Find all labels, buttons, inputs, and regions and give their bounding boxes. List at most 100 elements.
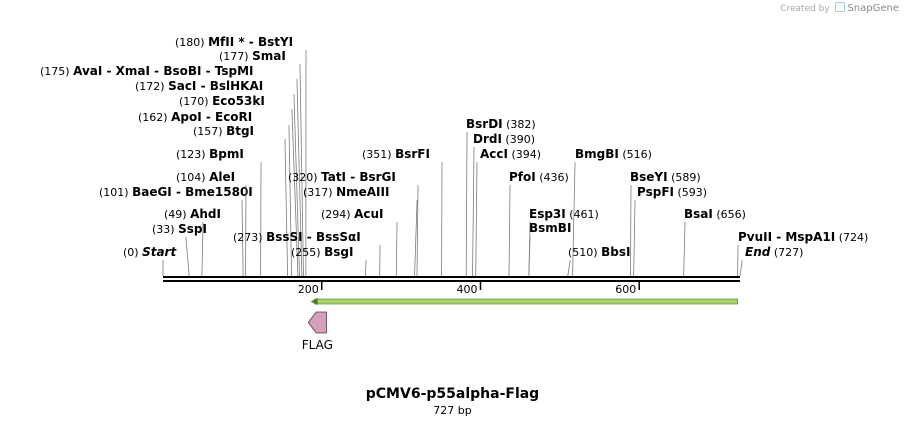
restriction-site-label: (273) BssSI - BssSαI: [233, 230, 361, 244]
site-position: (49): [164, 208, 190, 221]
site-name: BssSI - BssSαI: [266, 230, 361, 244]
site-position: (273): [233, 231, 266, 244]
site-name: BsrDI: [466, 117, 503, 131]
site-connector: [416, 185, 419, 277]
site-connector: [528, 236, 531, 277]
restriction-site-label: PspFI (593): [637, 185, 707, 199]
site-connector: [241, 200, 244, 277]
site-name: PspFI: [637, 185, 674, 199]
site-position: (294): [321, 208, 354, 221]
site-name: AccI: [480, 147, 508, 161]
site-position: (175): [40, 65, 73, 78]
restriction-site-label: (162) ApoI - EcoRI: [138, 110, 252, 124]
site-name: Esp3I: [529, 207, 566, 221]
site-name: BsgI: [324, 245, 353, 259]
site-connector: [465, 132, 468, 277]
restriction-site-label: (180) MfII * - BstYI: [175, 35, 293, 49]
orf-bar: [314, 298, 738, 305]
credit: Created by SnapGene: [780, 2, 899, 14]
site-position: (593): [674, 186, 707, 199]
restriction-site-label: (177) SmaI: [219, 49, 286, 63]
site-name: BsaI: [684, 207, 713, 221]
restriction-site-label: BmgBI (516): [575, 147, 652, 161]
restriction-site-label: DrdI (390): [473, 132, 535, 146]
restriction-site-label: (255) BsgI: [291, 245, 353, 259]
map-subtitle: 727 bp: [433, 404, 472, 417]
restriction-site-label: (170) Eco53kI: [179, 94, 265, 108]
site-position: (724): [835, 231, 868, 244]
site-position: (656): [713, 208, 746, 221]
site-connector: [291, 109, 299, 277]
site-connector: [201, 222, 204, 277]
site-connector: [288, 125, 292, 277]
site-position: (320): [288, 171, 321, 184]
site-position: (510): [568, 246, 601, 259]
restriction-site-label: Esp3I (461): [529, 207, 599, 221]
site-connector: [475, 162, 478, 277]
site-position: (104): [176, 171, 209, 184]
orf-arrow-head: [310, 298, 318, 305]
ruler-label: 400: [456, 283, 477, 296]
site-position: (317): [303, 186, 336, 199]
restriction-site-label: PvuII - MspA1I (724): [738, 230, 868, 244]
site-name: End: [745, 245, 771, 259]
restriction-site-label: (172) SacI - BslHKAI: [135, 79, 263, 93]
restriction-site-label: (294) AcuI: [321, 207, 384, 221]
restriction-site-label: (317) NmeAIII: [303, 185, 389, 199]
restriction-site-label: (175) AvaI - XmaI - BsoBI - TspMI: [40, 64, 254, 78]
site-name: PvuII - MspA1I: [738, 230, 835, 244]
site-name: BseYI: [630, 170, 668, 184]
site-name: BaeGI - Bme1580I: [132, 185, 253, 199]
site-connector: [567, 260, 571, 277]
site-position: (162): [138, 111, 171, 124]
restriction-site-label: AccI (394): [480, 147, 541, 161]
site-connector: [472, 147, 475, 277]
site-position: (33): [152, 223, 178, 236]
site-position: (157): [193, 125, 226, 138]
site-name: BtgI: [226, 124, 254, 138]
site-name: NmeAIII: [336, 185, 389, 199]
restriction-site-label: (0) Start: [123, 245, 177, 259]
site-position: (390): [502, 133, 535, 146]
restriction-site-label: (351) BsrFI: [362, 147, 430, 161]
restriction-site-label: (49) AhdI: [164, 207, 221, 221]
flag-feature-arrow: [307, 311, 327, 334]
restriction-site-label: End (727): [745, 245, 803, 259]
site-name: BmgBI: [575, 147, 619, 161]
site-name: TatI - BsrGI: [321, 170, 396, 184]
site-connector: [395, 222, 398, 277]
site-name: BsmBI: [529, 221, 571, 235]
site-name: SmaI: [252, 49, 286, 63]
site-position: (351): [362, 148, 395, 161]
site-name: AleI: [209, 170, 235, 184]
site-connector: [739, 260, 743, 277]
site-position: (727): [770, 246, 803, 259]
site-position: (436): [536, 171, 569, 184]
site-name: SacI - BslHKAI: [168, 79, 263, 93]
site-name: BbsI: [601, 245, 630, 259]
site-connector: [293, 94, 300, 277]
site-connector: [364, 260, 367, 277]
site-position: (516): [619, 148, 652, 161]
credit-brand: SnapGene: [847, 3, 899, 14]
restriction-site-label: (510) BbsI: [568, 245, 630, 259]
site-connector: [296, 79, 303, 277]
restriction-site-label: (123) BpmI: [176, 147, 244, 161]
feature-label: FLAG: [302, 338, 333, 352]
site-position: (123): [176, 148, 209, 161]
restriction-site-label: (320) TatI - BsrGI: [288, 170, 396, 184]
site-connector: [284, 139, 289, 277]
site-connector: [508, 185, 511, 277]
site-name: AhdI: [190, 207, 221, 221]
site-connector: [185, 237, 190, 277]
site-position: (180): [175, 36, 208, 49]
site-name: Start: [142, 245, 177, 259]
site-connector: [414, 200, 418, 277]
site-name: DrdI: [473, 132, 502, 146]
site-position: (177): [219, 50, 252, 63]
site-name: BpmI: [209, 147, 244, 161]
restriction-site-label: BsmBI: [529, 221, 571, 235]
site-name: AvaI - XmaI - BsoBI - TspMI: [73, 64, 253, 78]
restriction-site-label: BsrDI (382): [466, 117, 536, 131]
